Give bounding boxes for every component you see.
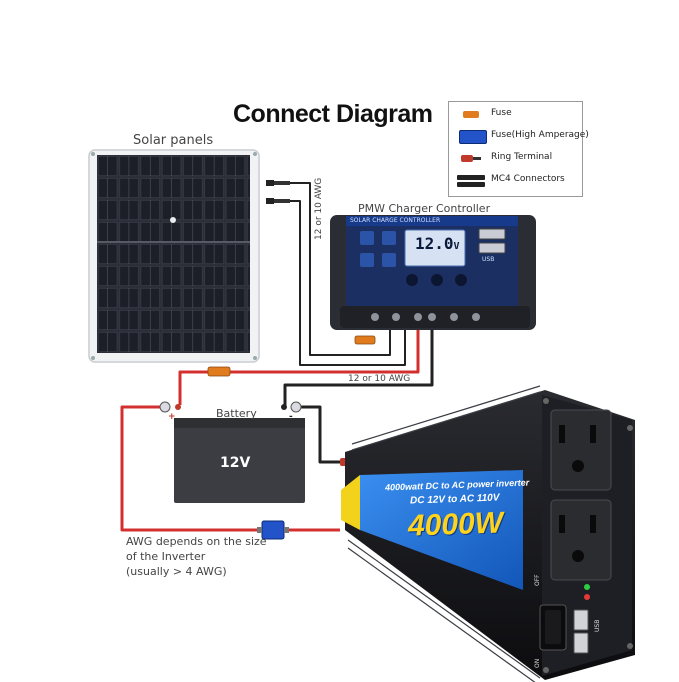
legend-item-ring-terminal: Ring Terminal <box>449 150 582 168</box>
ring-terminal-icon <box>461 155 473 162</box>
legend-item-mc4-connectors: MC4 Connectors <box>449 172 582 190</box>
legend: Fuse Fuse(High Amperage) Ring Terminal M… <box>448 101 589 197</box>
controller-display-value: 12.0 <box>415 234 454 253</box>
awg-note-line1: AWG depends on the size <box>126 535 267 548</box>
battery-minus-sign: - <box>289 412 293 422</box>
charger-controller-label: PMW Charger Controller <box>358 202 491 215</box>
wiring <box>120 182 434 532</box>
awg-horizontal-label: 12 or 10 AWG <box>348 374 411 384</box>
diagram-title: Connect Diagram <box>233 100 433 128</box>
ring-terminal-wire-icon <box>473 157 481 160</box>
controller-usb-label: USB <box>482 256 495 263</box>
fuse-icon <box>463 111 479 118</box>
switch-off-label: OFF <box>534 574 541 586</box>
awg-note-line3: (usually > 4 AWG) <box>126 565 227 578</box>
mc4-connectors <box>266 180 290 204</box>
awg-vertical-label: 12 or 10 AWG <box>314 177 324 240</box>
battery-voltage: 12V <box>220 455 251 471</box>
high-amperage-fuse-icon <box>459 130 487 144</box>
battery <box>159 401 305 503</box>
switch-on-label: ON <box>534 658 541 668</box>
awg-note-line2: of the Inverter <box>126 550 206 563</box>
battery-label: Battery <box>216 407 257 420</box>
mc4-connector-icon <box>457 182 485 187</box>
legend-label: MC4 Connectors <box>491 174 565 184</box>
legend-label: Fuse(High Amperage) <box>491 130 589 140</box>
legend-label: Ring Terminal <box>491 152 553 162</box>
controller-display: 12.0V <box>415 234 460 253</box>
charge-controller <box>330 215 536 330</box>
legend-item-fuse: Fuse <box>449 106 582 124</box>
mc4-connector-icon <box>457 175 485 180</box>
inverter-power: 4000W <box>407 506 504 543</box>
inverter-usb-label: USB <box>594 619 601 632</box>
solar-panels-label: Solar panels <box>133 133 214 148</box>
legend-label: Fuse <box>491 108 512 118</box>
high-amperage-fuse-icon <box>257 520 289 540</box>
legend-item-high-amperage-fuse: Fuse(High Amperage) <box>449 128 589 146</box>
solar-panel <box>88 149 260 363</box>
controller-display-unit: V <box>453 241 460 252</box>
battery-plus-sign: + <box>168 412 176 422</box>
solar-charge-controller-text: SOLAR CHARGE CONTROLLER <box>350 217 441 224</box>
fuse-icon <box>207 366 231 377</box>
inverter <box>341 385 635 682</box>
